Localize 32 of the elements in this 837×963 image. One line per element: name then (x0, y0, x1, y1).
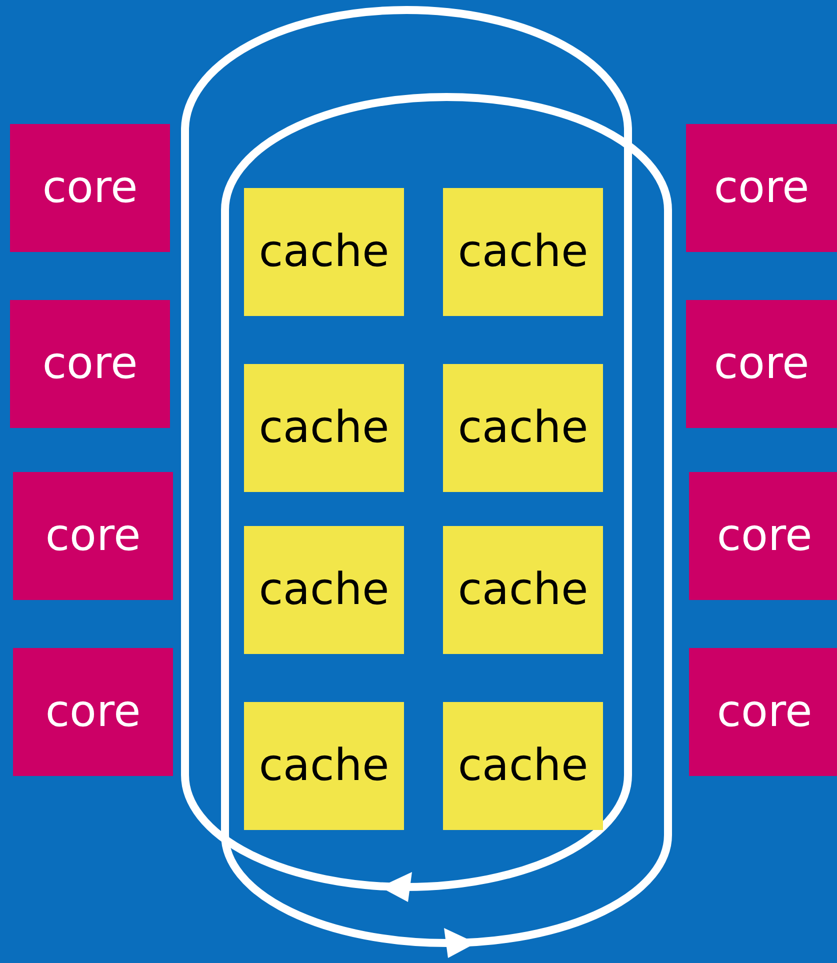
cache-box (244, 364, 404, 492)
box-label: core (716, 690, 812, 734)
box-label: core (45, 514, 141, 558)
core-box (10, 124, 170, 252)
box-label: cache (258, 406, 390, 450)
box-label: cache (458, 406, 588, 450)
core-box (13, 472, 173, 600)
box-label: core (714, 166, 810, 210)
box-label: cache (258, 230, 390, 274)
core-box (10, 300, 170, 428)
cache-box (443, 702, 603, 830)
box-label: core (714, 342, 810, 386)
cache-box (244, 702, 404, 830)
cache-box (443, 364, 603, 492)
box-label: core (42, 342, 138, 386)
core-box (686, 124, 837, 252)
box-label: cache (458, 568, 588, 612)
box-label: core (45, 690, 141, 734)
box-label: core (42, 166, 138, 210)
cache-box (244, 188, 404, 316)
core-box (686, 300, 837, 428)
box-label: cache (258, 568, 390, 612)
cache-box (443, 526, 603, 654)
box-label: core (716, 514, 812, 558)
core-box (13, 648, 173, 776)
box-label: cache (258, 744, 390, 788)
core-box (689, 472, 837, 600)
box-label: cache (458, 230, 588, 274)
core-box (689, 648, 837, 776)
cache-box (443, 188, 603, 316)
box-label: cache (458, 744, 588, 788)
cache-box (244, 526, 404, 654)
